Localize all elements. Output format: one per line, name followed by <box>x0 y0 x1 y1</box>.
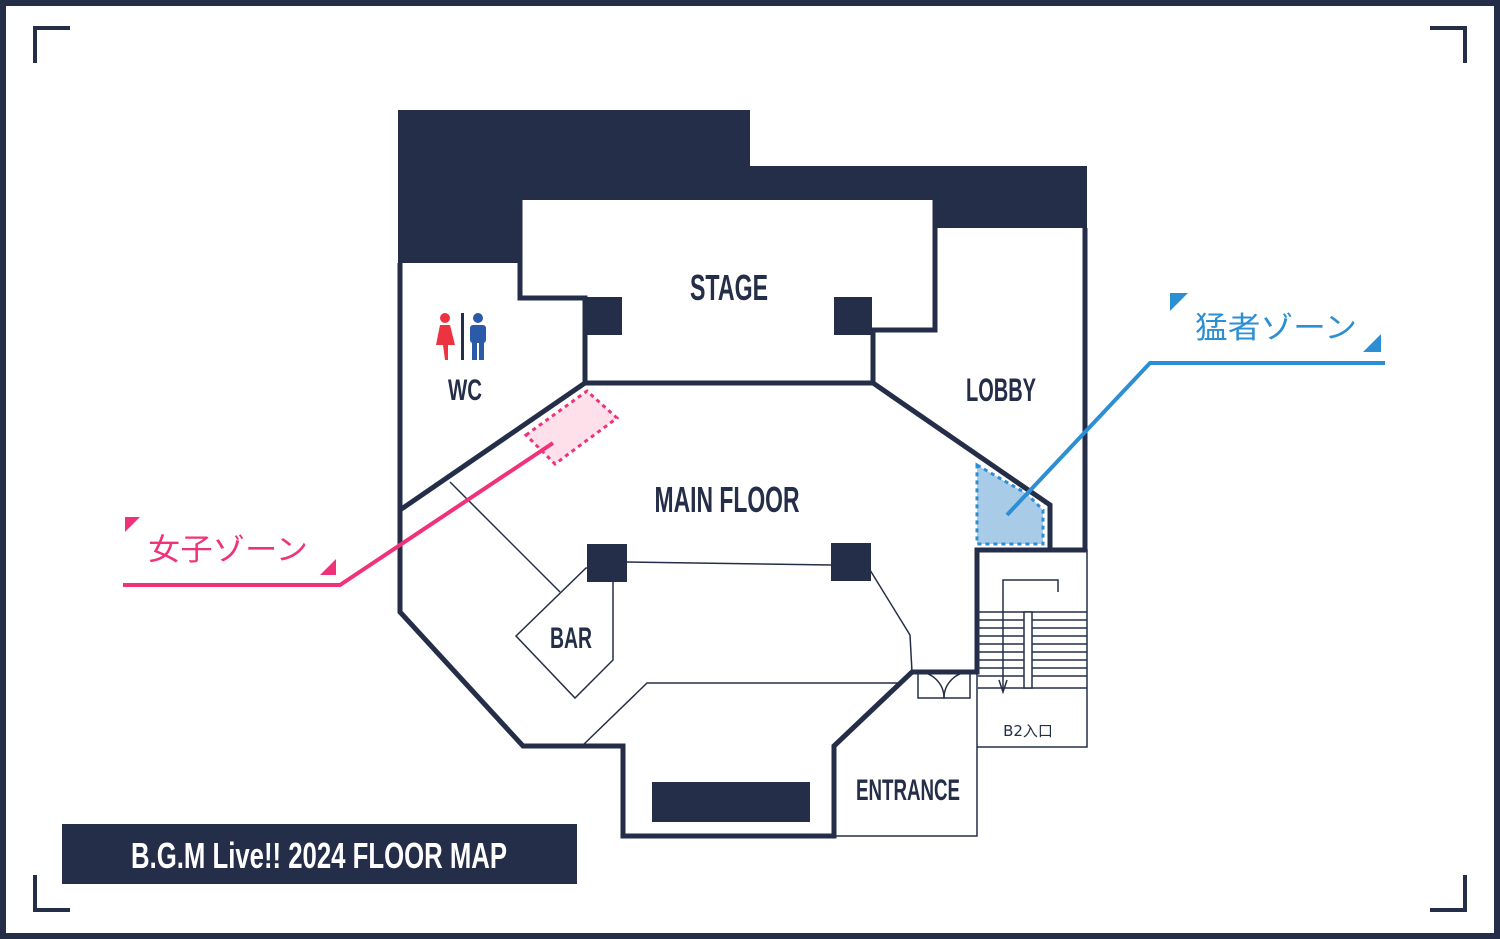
double-door <box>917 671 971 699</box>
veteran-zone-leader <box>1005 361 1385 517</box>
stage-pillar-right <box>834 297 872 335</box>
bar-counter <box>514 567 614 700</box>
veteran-zone-corner-icon <box>1363 334 1381 352</box>
women-zone-corner-icon <box>320 559 336 575</box>
female-restroom-icon <box>436 313 455 360</box>
map-title: B.G.M Live!! 2024 FLOOR MAP <box>131 835 507 876</box>
interior-lines <box>449 481 1088 837</box>
women-zone-corner-icon <box>125 517 140 532</box>
floor-pillar-left <box>587 544 627 582</box>
stage-label: STAGE <box>690 267 768 308</box>
veteran-zone-label: 猛者ゾーン <box>1195 311 1357 346</box>
restroom-divider <box>461 313 464 360</box>
women-zone-label: 女子ゾーン <box>148 533 308 568</box>
veteran-zone-area <box>975 462 1045 546</box>
floor-pillar-right <box>831 543 871 581</box>
corner-brackets <box>33 26 1467 912</box>
entrance-counter <box>652 782 810 822</box>
title-banner <box>62 824 577 884</box>
lobby-label: LOBBY <box>966 372 1036 408</box>
stage-outline <box>517 200 938 386</box>
women-zone-leader <box>123 441 555 587</box>
bar-label: BAR <box>550 622 592 655</box>
backstage-block <box>398 110 1087 263</box>
b2-entrance-label: B2入口 <box>1003 722 1053 740</box>
veteran-zone-corner-icon <box>1170 293 1188 311</box>
male-restroom-icon <box>470 313 486 360</box>
stage-pillar-left <box>585 297 622 335</box>
entrance-label: ENTRANCE <box>856 774 960 807</box>
wc-label: WC <box>448 374 482 407</box>
main-floor-label: MAIN FLOOR <box>655 479 800 520</box>
stairs <box>978 579 1087 695</box>
